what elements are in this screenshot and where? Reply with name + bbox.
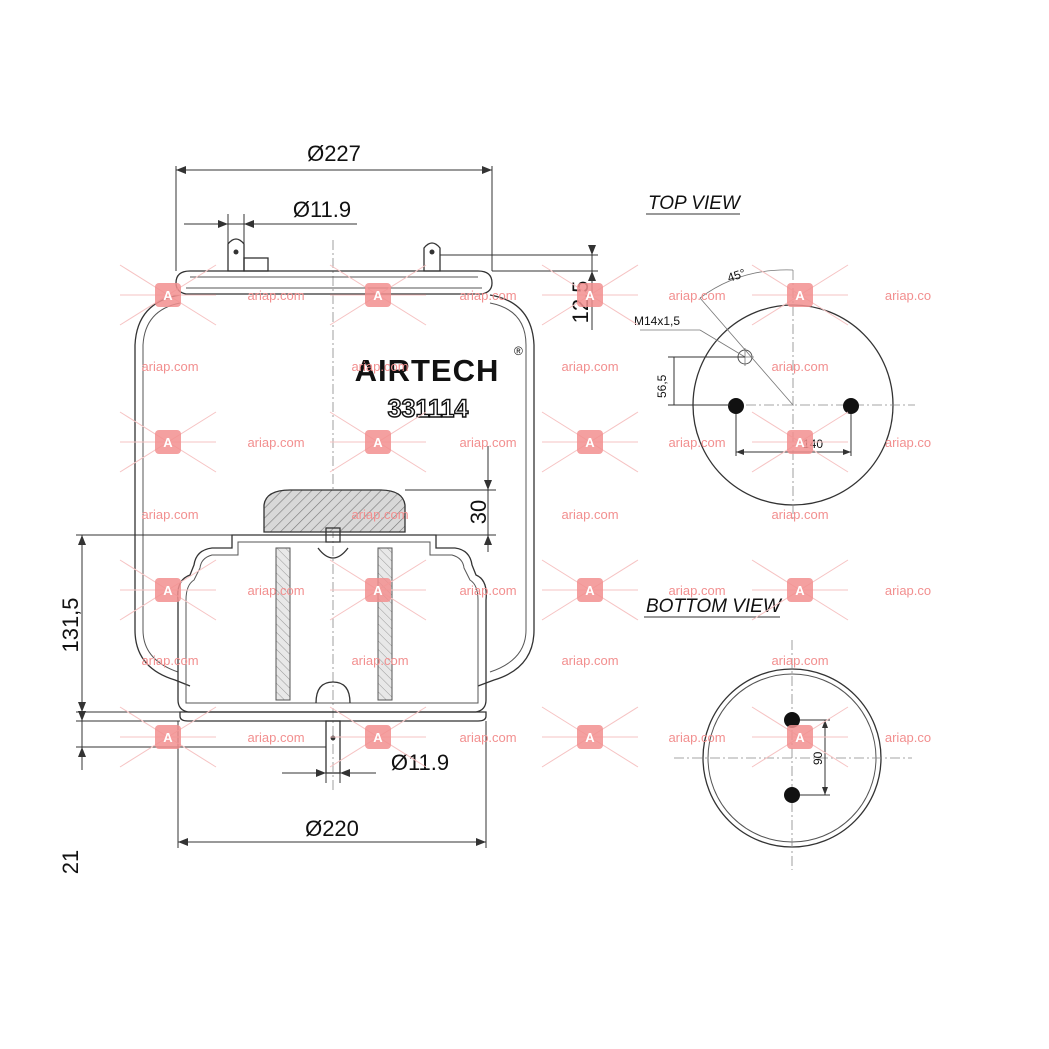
watermark-badge: A [751, 264, 849, 326]
watermark-text: ariap.com [459, 730, 516, 745]
top-plate [175, 270, 493, 295]
watermark-text: ariap.com [247, 288, 304, 303]
svg-text:A: A [795, 730, 805, 745]
svg-text:A: A [585, 730, 595, 745]
watermark-text: ariap.com [771, 507, 828, 522]
watermark-text: ariap.com [247, 583, 304, 598]
watermark-badge: A [541, 411, 639, 473]
brand-logo: AIRTECH [355, 353, 500, 388]
watermark-badge: A [329, 559, 427, 621]
svg-text:A: A [585, 583, 595, 598]
piston-rib-right [377, 547, 393, 701]
bottom-view-stud-lower [784, 787, 800, 803]
watermark-badge: A [541, 264, 639, 326]
bottom-view-stud-spacing-label: 90 [811, 751, 825, 765]
watermark-text: ariap.co [885, 288, 931, 303]
watermark-text: ariap.co [885, 730, 931, 745]
watermark-text: ariap.com [141, 359, 198, 374]
piston-height-label: 131,5 [58, 597, 83, 652]
svg-text:A: A [795, 288, 805, 303]
top-stud-left [227, 238, 269, 272]
brand-registered-mark: ® [514, 344, 523, 358]
top-view-stud-right [843, 398, 859, 414]
watermark-badge: A [119, 411, 217, 473]
bottom-stud-diameter-label: Ø11.9 [391, 750, 449, 775]
watermark-text: ariap.com [141, 507, 198, 522]
svg-text:A: A [373, 730, 383, 745]
svg-text:A: A [373, 435, 383, 450]
watermark-text: ariap.com [668, 288, 725, 303]
piston-diameter-label: Ø220 [305, 816, 359, 841]
watermark-badge: A [541, 706, 639, 768]
top-view-title: TOP VIEW [648, 193, 742, 214]
watermark-text: ariap.com [561, 653, 618, 668]
bottom-view-title: BOTTOM VIEW [646, 596, 783, 617]
watermark-badge: A [751, 411, 849, 473]
watermark-text: ariap.com [351, 507, 408, 522]
svg-text:A: A [373, 583, 383, 598]
watermark-badge: A [751, 559, 849, 621]
top-view-stud-left [728, 398, 744, 414]
svg-text:A: A [795, 583, 805, 598]
watermark-text: ariap.com [668, 435, 725, 450]
bumper-height-label: 30 [466, 500, 491, 524]
watermark-text: ariap.com [561, 507, 618, 522]
svg-text:A: A [373, 288, 383, 303]
watermark-text: ariap.com [771, 653, 828, 668]
watermark-text: ariap.co [885, 435, 931, 450]
watermark-badge: A [119, 706, 217, 768]
svg-text:A: A [585, 435, 595, 450]
bottom-plate-height-label: 21 [58, 850, 83, 874]
top-plate-diameter-label: Ø227 [307, 141, 361, 166]
top-view-thread-label: M14x1,5 [634, 314, 680, 328]
top-stud-right [423, 242, 441, 272]
top-view-angle-label: 45° [726, 266, 748, 285]
svg-text:A: A [163, 288, 173, 303]
watermark-text: ariap.com [141, 653, 198, 668]
watermark-text: ariap.com [459, 435, 516, 450]
watermark-badge: A [329, 264, 427, 326]
svg-text:A: A [163, 435, 173, 450]
bottom-view-stud-upper [784, 712, 800, 728]
watermark-text: ariap.com [668, 583, 725, 598]
watermark-badge: A [119, 559, 217, 621]
piston-rib-left [275, 547, 291, 701]
watermark-text: ariap.com [668, 730, 725, 745]
watermark-text: ariap.com [247, 435, 304, 450]
watermark-text: ariap.com [247, 730, 304, 745]
side-view: Ø227 Ø11.9 12,5 30 131,5 21 [58, 141, 598, 874]
watermark-text: ariap.com [351, 653, 408, 668]
watermark-badge: A [119, 264, 217, 326]
watermark-text: ariap.com [771, 359, 828, 374]
part-number: 331114 [388, 395, 469, 423]
watermark-text: ariap.com [351, 359, 408, 374]
watermark-text: ariap.com [459, 288, 516, 303]
watermark-text: ariap.com [561, 359, 618, 374]
bumper [263, 489, 406, 533]
watermark-badge: A [329, 411, 427, 473]
top-view: TOP VIEW 45° M14x1,5 56,5 140 [634, 193, 915, 522]
watermark-badge: A [329, 706, 427, 768]
svg-text:A: A [585, 288, 595, 303]
top-stud-diameter-label: Ø11.9 [293, 197, 351, 222]
top-view-offset-label: 56,5 [655, 374, 669, 398]
watermark-text: ariap.co [885, 583, 931, 598]
svg-text:A: A [163, 583, 173, 598]
svg-text:A: A [163, 730, 173, 745]
bottom-plate [179, 711, 487, 722]
watermark-badge: A [541, 559, 639, 621]
watermark-badge: A [751, 706, 849, 768]
bottom-view: BOTTOM VIEW 90 [644, 596, 912, 870]
watermark-text: ariap.com [459, 583, 516, 598]
svg-text:A: A [795, 435, 805, 450]
